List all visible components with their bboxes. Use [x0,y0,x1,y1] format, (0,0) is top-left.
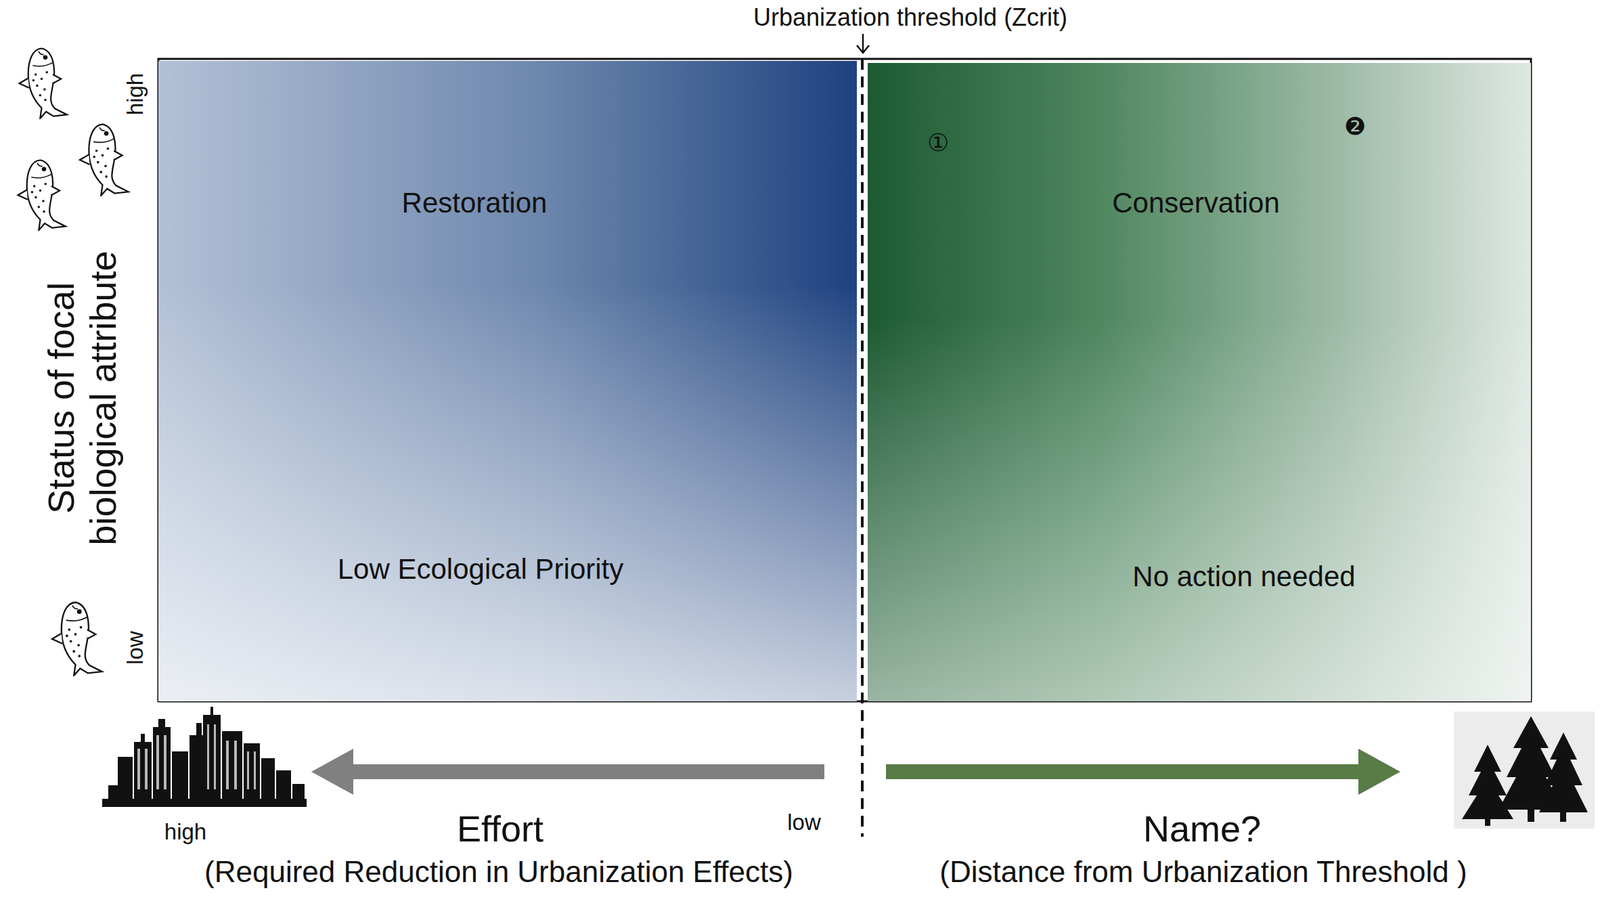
restoration-region: RestorationLow Ecological Priority [158,60,857,702]
axis-end-label: high [164,818,207,845]
region-label: Restoration [402,186,548,220]
callout-number: ❷ [1344,112,1366,141]
fish-icon [79,124,129,196]
region-label: Conservation [1112,186,1280,220]
threshold-label: Urbanization threshold (Zcrit) [753,3,1068,32]
distance-arrowhead [1358,748,1401,795]
conservation-region: Conservation No action needed [867,62,1531,702]
effort-arrow [348,764,825,780]
effort-arrowhead [311,748,354,795]
axis-subtitle: (Distance from Urbanization Threshold ) [939,854,1467,890]
axis-tick-label: low [122,630,149,665]
region-label: Low Ecological Priority [337,552,625,586]
callout-number: ① [927,128,949,157]
axis-end-label: low [787,809,821,836]
axis-subtitle: (Required Reduction in Urbanization Effe… [204,854,794,890]
threshold-line [860,58,864,837]
forest-trees [1461,716,1588,826]
axis-title: Status of focal biological attribute [39,208,124,588]
fish-icon [52,602,103,676]
axis-title: Effort [456,807,544,850]
distance-arrow [885,764,1362,780]
plot-frame [158,58,1531,702]
axis-title: Name? [1143,807,1261,850]
axis-tick-label: high [122,73,149,116]
threshold-pointer-head [856,45,870,53]
tree-background [1453,711,1595,829]
threshold-pointer [862,33,865,52]
city-skyline [102,706,307,807]
skyline-windows [137,724,256,790]
fish-icon [19,48,68,119]
region-label: No action needed [1132,560,1355,593]
fish-icon [18,160,66,231]
